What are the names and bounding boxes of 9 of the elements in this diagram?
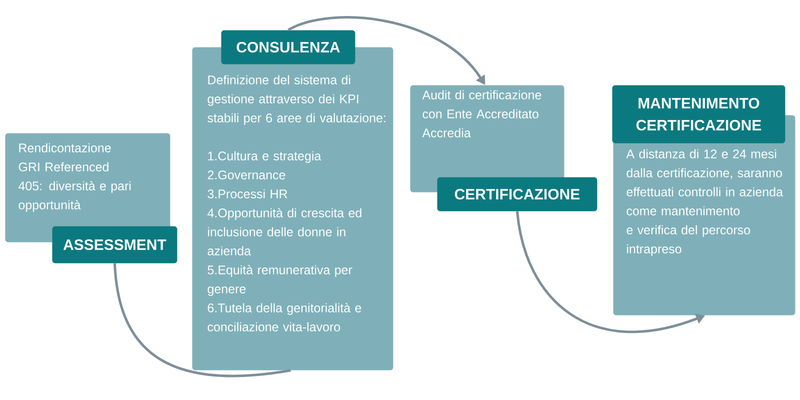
node-label: 4.Opportunità di crescita ed inclusione delle donne in azienda [207,208,362,256]
node-label: 5.Equità remunerativa per genere [208,265,352,296]
node-label: 6.Tutela della genitorialità e conciliazione vita-lavoro [208,303,362,332]
node-label: 3.Processi HR [208,189,288,198]
heading-tab: CONSULENZA [221,30,356,64]
heading-tab: MANTENIMENTO CERTIFICAZIONE [612,85,786,144]
node-label: 2.Governance [208,170,286,180]
node-label: Definizione del sistema di gestione attraverso dei KPI stabili per 6 aree di valutazione: [208,75,386,125]
node-label: 1.Cultura e strategia [208,151,322,163]
